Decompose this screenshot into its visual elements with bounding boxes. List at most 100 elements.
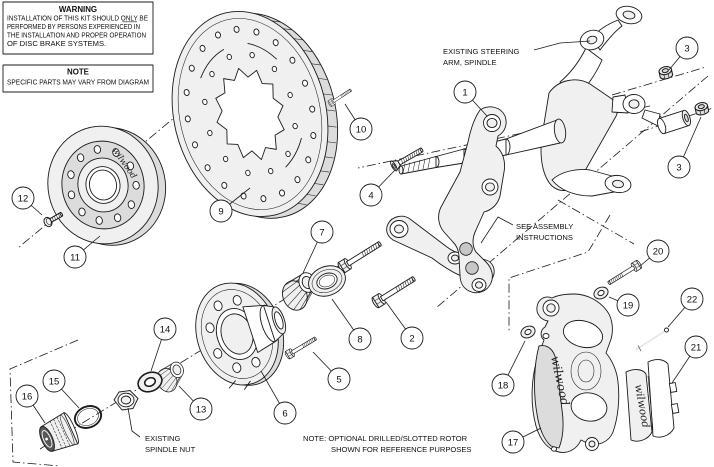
callout-4: 4 [359, 168, 397, 207]
callout-number: 10 [356, 124, 367, 135]
see-assembly-label: INSTRUCTIONS [516, 233, 573, 242]
callout-circle [42, 369, 66, 393]
callout-number: 1 [462, 87, 467, 98]
callout-circle [359, 183, 383, 207]
callout-13: 13 [178, 385, 213, 421]
callout-number: 20 [653, 246, 664, 257]
spindle-knuckle-part [398, 5, 691, 197]
callout-10: 10 [344, 103, 373, 141]
callout-circle [348, 327, 372, 351]
warning-box: WARNING INSTALLATION OF THIS KIT SHOULD … [2, 1, 154, 55]
caliper-part [531, 293, 620, 453]
callout-number: 21 [691, 342, 702, 353]
callout-11: 11 [63, 235, 101, 269]
diagram-labels: EXISTING STEERING ARM, SPINDLE SEE ASSEM… [127, 40, 591, 454]
callout-number: 17 [508, 437, 519, 448]
callout-number: 9 [218, 206, 223, 217]
pad-retainer-pin-part [636, 327, 669, 352]
spindle-nut-part [113, 390, 139, 411]
callout-number: 6 [282, 408, 287, 419]
bracket-bolt-part [370, 272, 419, 310]
callout-21: 21 [671, 335, 708, 384]
callout-number: 3 [684, 43, 689, 54]
callout-circle [680, 287, 704, 311]
callout-number: 19 [623, 300, 634, 311]
callout-circle [349, 117, 373, 141]
callout-number: 22 [687, 294, 698, 305]
spindle-nut-label: EXISTING [145, 434, 181, 443]
callout-circle [684, 335, 708, 359]
callout-number: 11 [70, 252, 80, 263]
rotor-drill-holes [183, 20, 337, 205]
callout-circle [400, 326, 424, 350]
wheel-stud-part [283, 334, 319, 361]
warning-line: THE INSTALLATION AND PROPER OPERATION [7, 31, 146, 40]
warning-line: OF DISC BRAKE SYSTEMS. [7, 39, 106, 48]
bracket-bolt-part [336, 237, 385, 275]
callout-20: 20 [639, 239, 670, 267]
caliper-washer-part [591, 284, 611, 302]
callout-circle [501, 430, 525, 454]
callout-circle [11, 186, 35, 210]
caliper-washer-part [518, 323, 538, 341]
callout-12: 12 [11, 186, 43, 216]
callout-number: 18 [498, 380, 509, 391]
callout-circle [153, 317, 177, 341]
callout-3: 3 [668, 36, 699, 71]
o-ring-part [73, 405, 103, 429]
callout-number: 13 [196, 404, 207, 415]
warning-line: INSTALLATION OF THIS KIT SHOULD ONLY BE [7, 14, 148, 23]
callout-5: 5 [312, 351, 351, 391]
callout-6: 6 [260, 370, 297, 425]
rotor-part [171, 10, 339, 219]
rotor-note-label: SHOWN FOR REFERENCE PURPOSES [331, 445, 472, 454]
callout-22: 22 [667, 287, 704, 328]
rotor-note-label: NOTE: OPTIONAL DRILLED/SLOTTED ROTOR [303, 434, 468, 443]
warning-line: PERFORMED BY PERSONS EXPERIENCED IN [7, 22, 140, 31]
callout-9: 9 [209, 187, 251, 223]
callout-19: 19 [608, 293, 640, 317]
note-title: NOTE [67, 68, 89, 77]
callout-number: 7 [319, 227, 324, 238]
callout-number: 2 [409, 333, 414, 344]
callout-17: 17 [501, 427, 542, 454]
caliper-bracket-part [386, 106, 507, 294]
callout-14: 14 [150, 317, 177, 372]
callout-number: 12 [18, 193, 29, 204]
steering-arm-label: ARM, SPINDLE [443, 58, 497, 67]
callout-circle [453, 80, 477, 104]
callout-circle [616, 293, 640, 317]
callout-number: 14 [160, 324, 171, 335]
callout-circle [327, 367, 351, 391]
callout-18: 18 [491, 340, 526, 397]
callout-15: 15 [42, 369, 80, 409]
callout-circle [63, 245, 87, 269]
callout-circle [491, 373, 515, 397]
callout-circle [189, 397, 213, 421]
callout-circle [15, 384, 39, 408]
callout-16: 16 [15, 384, 46, 424]
callout-number: 15 [49, 376, 60, 387]
steering-arm-label: EXISTING STEERING [443, 47, 519, 56]
callout-number: 8 [357, 334, 362, 345]
tie-rod-nut-part [693, 100, 710, 117]
hat-bolt-holes [67, 145, 140, 225]
bracket-shim-hole [465, 261, 479, 275]
callout-number: 3 [676, 162, 681, 173]
callout-number: 5 [336, 374, 341, 385]
callout-circle [310, 220, 334, 244]
spindle-nut-label: SPINDLE NUT [145, 445, 196, 454]
warning-title: WARNING [59, 5, 97, 14]
hub-part [195, 282, 287, 390]
dust-cap-part [39, 412, 79, 452]
note-body: SPECIFIC PARTS MAY VARY FROM DIAGRAM [7, 78, 149, 87]
brake-pads-part [625, 359, 680, 442]
callout-number: 16 [22, 391, 33, 402]
callout-circle [273, 401, 297, 425]
callout-8: 8 [331, 298, 372, 351]
callout-3: 3 [667, 116, 702, 179]
callout-2: 2 [385, 301, 424, 350]
